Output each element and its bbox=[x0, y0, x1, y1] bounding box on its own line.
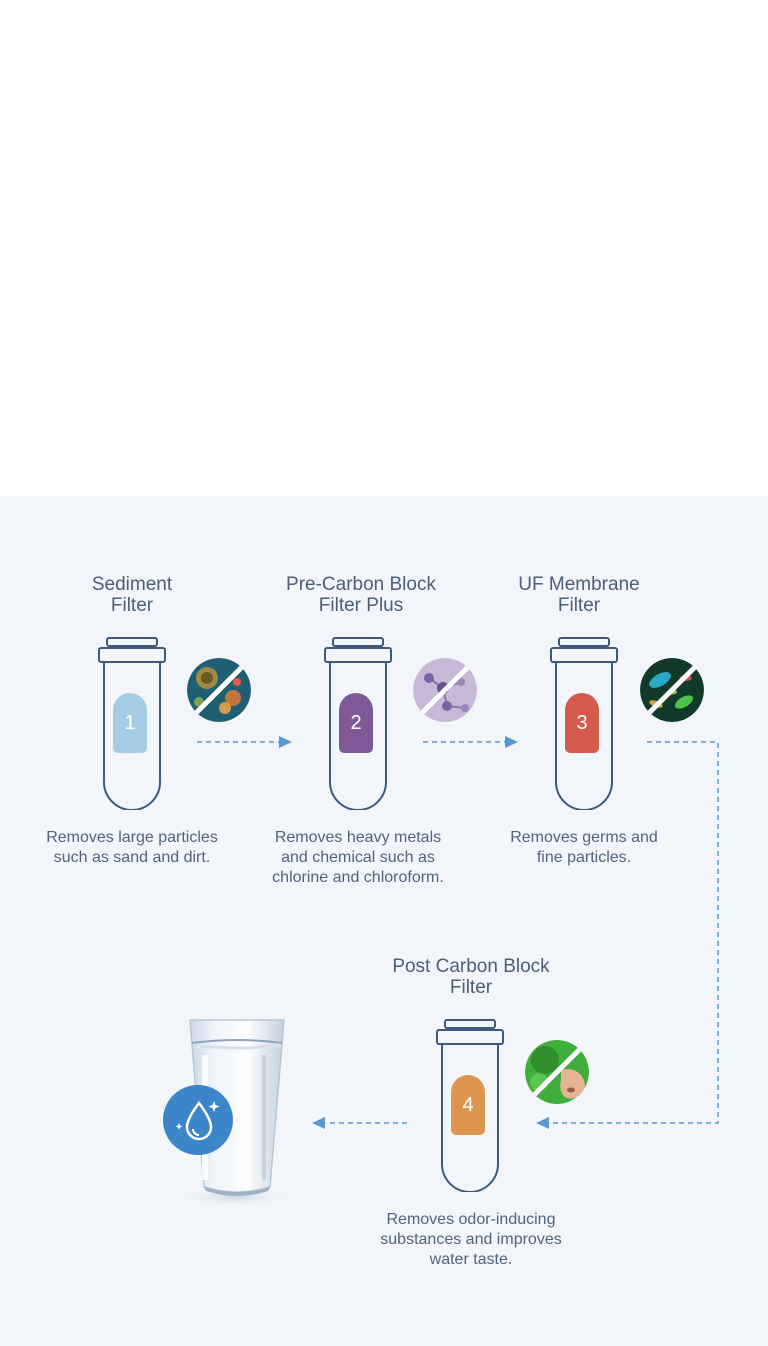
stage-2-desc-line: chlorine and chloroform. bbox=[272, 869, 444, 886]
filter-cartridge-1: 1 bbox=[96, 636, 168, 811]
filter-cartridge-4: 4 bbox=[434, 1018, 506, 1193]
stage-3-desc-line: fine particles. bbox=[536, 849, 632, 866]
stage-4-title-line: Post Carbon Block bbox=[392, 956, 550, 977]
stage-4-desc-line: water taste. bbox=[429, 1251, 513, 1268]
stage-1-desc-line: such as sand and dirt. bbox=[53, 849, 211, 866]
stage-2-title-line: Pre-Carbon Block bbox=[286, 574, 436, 595]
stage-1-number: 1 bbox=[113, 693, 147, 753]
stage-4-title-line: Filter bbox=[449, 977, 493, 998]
stage-2-title-line: Filter Plus bbox=[318, 595, 404, 616]
odor-nose-icon bbox=[525, 1040, 589, 1104]
stage-1-description: Removes large particles such as sand and… bbox=[7, 828, 257, 868]
stage-4-title: Post Carbon Block Filter bbox=[361, 956, 581, 998]
molecule-icon bbox=[413, 658, 477, 722]
stage-1-title-line: Sediment bbox=[91, 574, 173, 595]
stage-3-number: 3 bbox=[565, 693, 599, 753]
stage-3-title: UF Membrane Filter bbox=[469, 574, 689, 616]
stage-3-title-line: Filter bbox=[557, 595, 601, 616]
stage-3-title-line: UF Membrane bbox=[518, 574, 640, 595]
stage-2-number: 2 bbox=[339, 693, 373, 753]
stage-1-title: Sediment Filter bbox=[22, 574, 242, 616]
stage-2-title: Pre-Carbon Block Filter Plus bbox=[251, 574, 471, 616]
stage-3-desc-line: Removes germs and bbox=[510, 829, 658, 846]
germs-icon bbox=[640, 658, 704, 722]
particles-icon bbox=[187, 658, 251, 722]
filter-cartridge-3: 3 bbox=[548, 636, 620, 811]
filter-cartridge-2: 2 bbox=[322, 636, 394, 811]
stage-4-desc-line: Removes odor-inducing bbox=[386, 1211, 556, 1228]
clean-water-drop-icon bbox=[163, 1085, 233, 1155]
stage-1-desc-line: Removes large particles bbox=[46, 829, 218, 846]
stage-2-description: Removes heavy metals and chemical such a… bbox=[233, 828, 483, 888]
stage-4-number: 4 bbox=[451, 1075, 485, 1135]
stage-2-desc-line: Removes heavy metals bbox=[274, 829, 442, 846]
stage-1-title-line: Filter bbox=[110, 595, 154, 616]
stage-3-description: Removes germs and fine particles. bbox=[459, 828, 709, 868]
stage-4-desc-line: substances and improves bbox=[380, 1231, 562, 1248]
stage-2-desc-line: and chemical such as bbox=[281, 849, 435, 866]
stage-4-description: Removes odor-inducing substances and imp… bbox=[346, 1210, 596, 1270]
